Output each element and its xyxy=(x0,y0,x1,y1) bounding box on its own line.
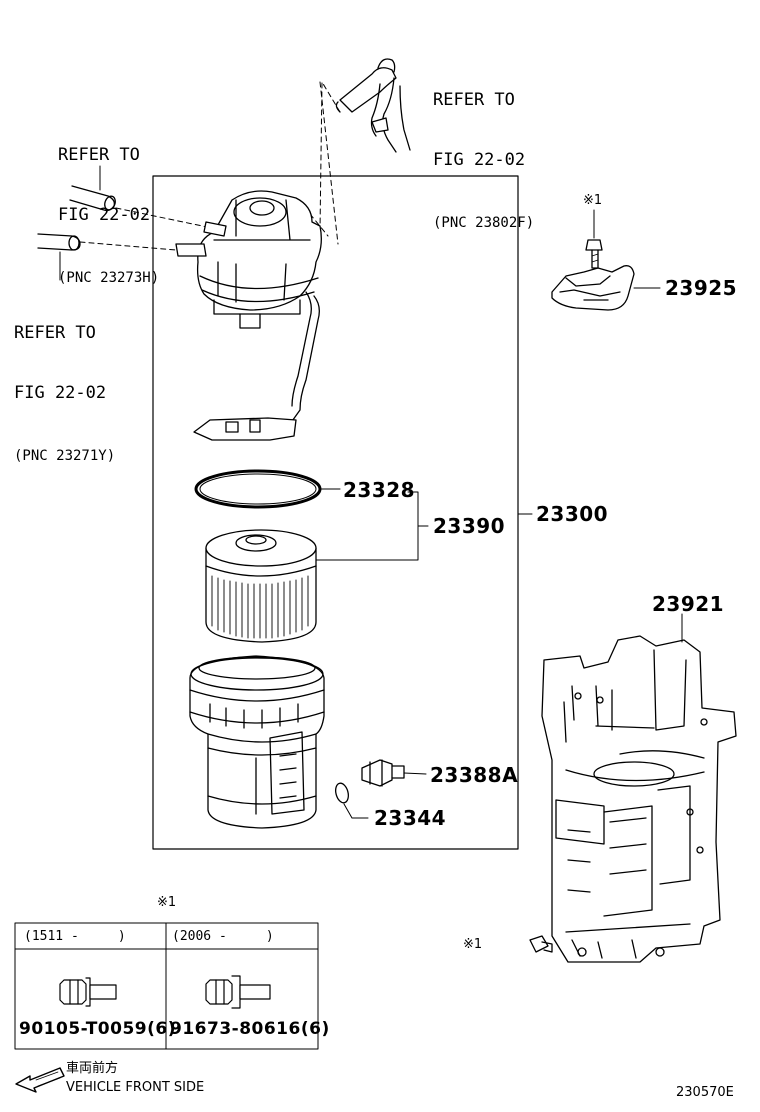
part-number-23388a: 23388A xyxy=(430,763,519,787)
leader-23271y xyxy=(79,241,177,251)
part-number-23921: 23921 xyxy=(652,592,725,616)
filter-bowl xyxy=(189,655,325,829)
note-mark-bolt-top: ※1 xyxy=(583,193,603,208)
part-number-23344: 23344 xyxy=(374,806,447,830)
washer-23344 xyxy=(335,782,349,804)
o-ring-23328 xyxy=(194,469,322,509)
bolt-table xyxy=(14,922,319,1050)
diagram-id: 230570E xyxy=(676,1085,734,1100)
hose-23271y xyxy=(37,233,81,251)
ref-line2: FIG 22-02 xyxy=(58,205,151,225)
part-number-23328: 23328 xyxy=(343,478,416,502)
bolt-91673 xyxy=(205,975,271,1009)
leader-23802f xyxy=(319,81,341,245)
assembly-frame xyxy=(152,175,519,850)
table-date-range-2: (2006 - ) xyxy=(172,929,274,944)
part-number-23925: 23925 xyxy=(665,276,738,300)
ref-line1: REFER TO xyxy=(433,90,515,110)
ref-line2: FIG 22-02 xyxy=(433,150,526,170)
ref-23273h: REFER TO FIG 22-02 (PNC 23273H) xyxy=(58,105,159,308)
ref-23802f: REFER TO FIG 22-02 (PNC 23802F) xyxy=(433,50,534,253)
ref-23271y: REFER TO FIG 22-02 (PNC 23271Y) xyxy=(14,283,115,486)
ref-pnc: (PNC 23271Y) xyxy=(14,448,116,464)
bolt-90105 xyxy=(59,977,117,1007)
ref-line1: REFER TO xyxy=(58,145,140,165)
front-side-label-jp: 車両前方 xyxy=(66,1061,119,1076)
bolt-top xyxy=(585,239,603,269)
part-number-23300: 23300 xyxy=(536,502,609,526)
ref-line1: REFER TO xyxy=(14,323,96,343)
vehicle-front-arrow-icon xyxy=(15,1067,65,1093)
leader-23273h xyxy=(115,207,213,229)
ref-pnc: (PNC 23273H) xyxy=(58,270,160,286)
bracket-23921 xyxy=(541,635,737,963)
bracket-23925 xyxy=(551,265,635,311)
drain-plug-23388a xyxy=(361,759,405,787)
front-side-label-en: VEHICLE FRONT SIDE xyxy=(66,1080,205,1095)
ref-line2: FIG 22-02 xyxy=(14,383,107,403)
hose-23802f xyxy=(335,58,411,153)
part-number-23390: 23390 xyxy=(433,514,506,538)
hose-23273h xyxy=(69,185,116,212)
filter-head xyxy=(175,190,322,441)
note-mark-table: ※1 xyxy=(157,895,177,910)
table-date-range-1: (1511 - ) xyxy=(24,929,126,944)
ref-pnc: (PNC 23802F) xyxy=(433,215,535,231)
filter-element-23390 xyxy=(205,529,317,643)
note-mark-bolt-bottom: ※1 xyxy=(463,937,483,952)
table-part-number-1: 90105-T0059(6) xyxy=(19,1019,176,1039)
bolt-bottom xyxy=(529,935,553,953)
table-part-number-2: 91673-80616(6) xyxy=(170,1019,330,1039)
